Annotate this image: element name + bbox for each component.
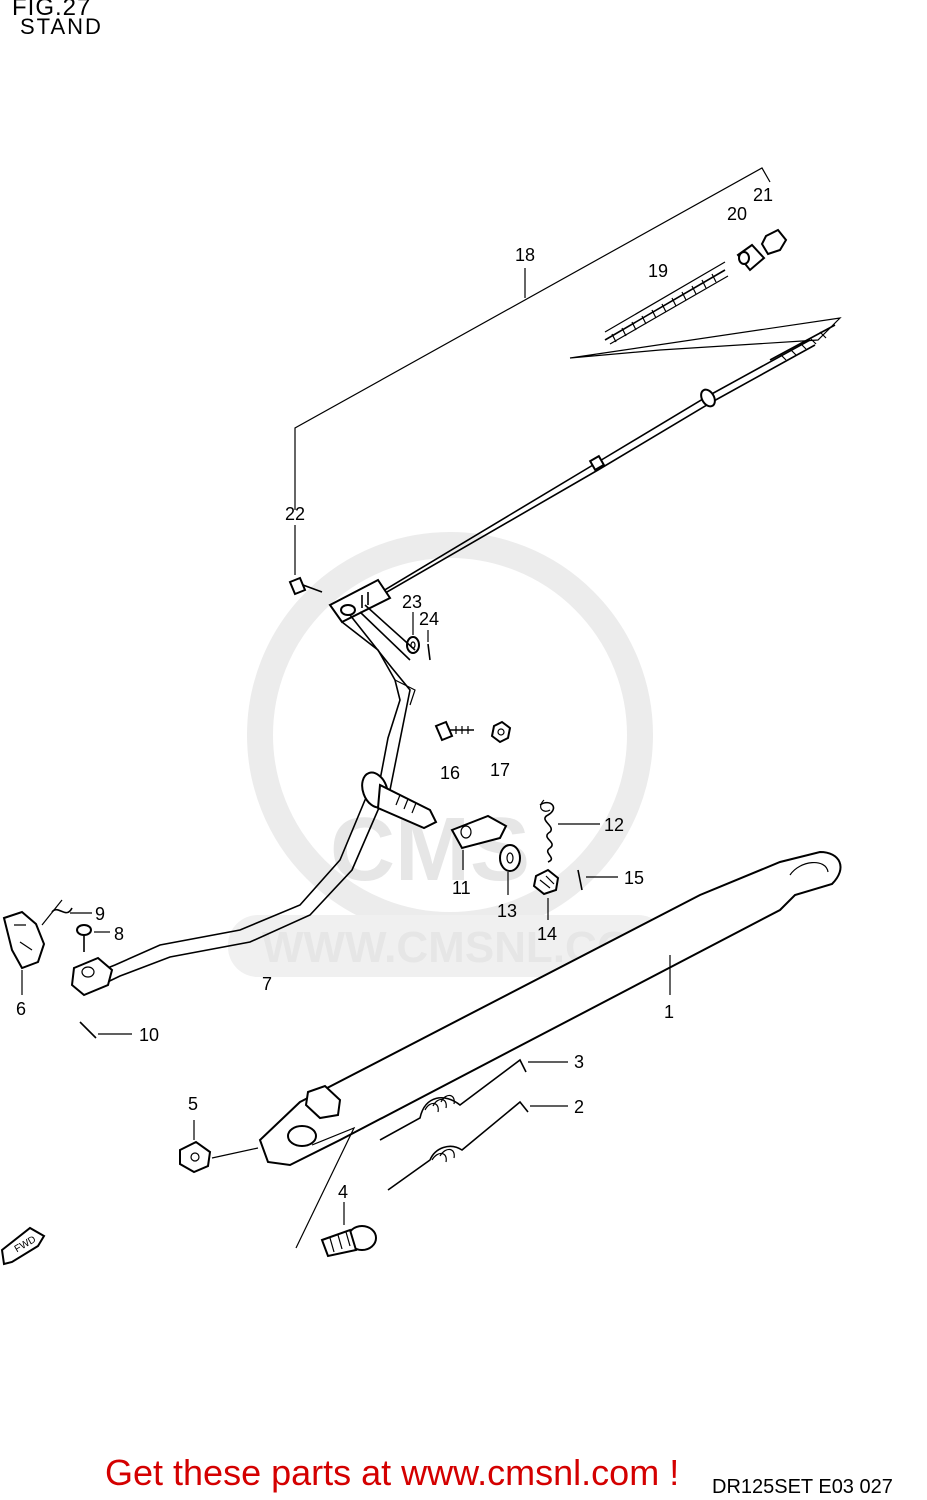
- fwd-arrow-icon: FWD: [0, 1226, 46, 1266]
- bolt-4: [295, 1126, 377, 1258]
- callout-15: 15: [624, 868, 644, 888]
- callout-22: 22: [285, 504, 305, 524]
- callout-labels: 1 2 3 4 5 6 7 8 9 10 11 12 13 14 15 16 1…: [16, 185, 773, 1202]
- rod-end-block: [70, 956, 114, 997]
- callout-4: 4: [338, 1182, 348, 1202]
- callout-7: 7: [262, 974, 272, 994]
- part-group-bracket-18: [294, 167, 771, 510]
- nut-5: [179, 1120, 259, 1174]
- callout-21: 21: [753, 185, 773, 205]
- spring-12: [539, 799, 600, 863]
- callout-6: 6: [16, 999, 26, 1019]
- bolt-22: [288, 525, 323, 596]
- callout-5: 5: [188, 1094, 198, 1114]
- bolt-16: [434, 720, 474, 742]
- pin-15: [577, 869, 618, 891]
- callout-17: 17: [490, 760, 510, 780]
- watermark: CMS WWW.CMSNL.COM: [228, 532, 668, 977]
- callout-12: 12: [604, 815, 624, 835]
- promo-link-text[interactable]: Get these parts at www.cmsnl.com !: [105, 1452, 680, 1493]
- callout-9: 9: [95, 904, 105, 924]
- nut-17: [490, 720, 512, 744]
- part-20-cap: [736, 243, 766, 272]
- stand-rod-7: [89, 604, 416, 989]
- callout-10: 10: [139, 1025, 159, 1045]
- callout-14: 14: [537, 924, 557, 944]
- callout-18: 18: [515, 245, 535, 265]
- callout-20: 20: [727, 204, 747, 224]
- callout-24: 24: [419, 609, 439, 629]
- washer-23: [406, 612, 420, 654]
- watermark-banner: [228, 915, 668, 977]
- part-21-nut: [760, 228, 788, 256]
- diagram-code: DR125SET E03 027: [712, 1476, 893, 1498]
- callout-11: 11: [452, 878, 471, 898]
- callout-23: 23: [402, 592, 422, 612]
- callout-3: 3: [574, 1052, 584, 1072]
- bolt-8: [76, 924, 110, 952]
- clip-10: [79, 1021, 132, 1039]
- callout-1: 1: [664, 1002, 674, 1022]
- spring-3: [379, 1058, 568, 1141]
- plate-11: [450, 814, 508, 870]
- cable-18: [367, 317, 842, 601]
- callout-8: 8: [114, 924, 124, 944]
- pin-24: [427, 630, 431, 661]
- side-stand-1: [258, 850, 842, 1167]
- pivot-shaft: [361, 771, 438, 830]
- callout-13: 13: [497, 901, 517, 921]
- spring-19: [604, 261, 729, 345]
- callout-19: 19: [648, 261, 668, 281]
- figure-title: STAND: [20, 14, 103, 39]
- callout-2: 2: [574, 1097, 584, 1117]
- nut-14: [532, 868, 560, 920]
- callout-16: 16: [440, 763, 460, 783]
- washer-13: [499, 844, 521, 895]
- spring-9: [41, 899, 92, 926]
- cable-bracket: [328, 578, 392, 624]
- spring-2: [387, 1100, 568, 1191]
- figure-number: FIG.27: [12, 0, 92, 21]
- bracket-6: [2, 910, 46, 995]
